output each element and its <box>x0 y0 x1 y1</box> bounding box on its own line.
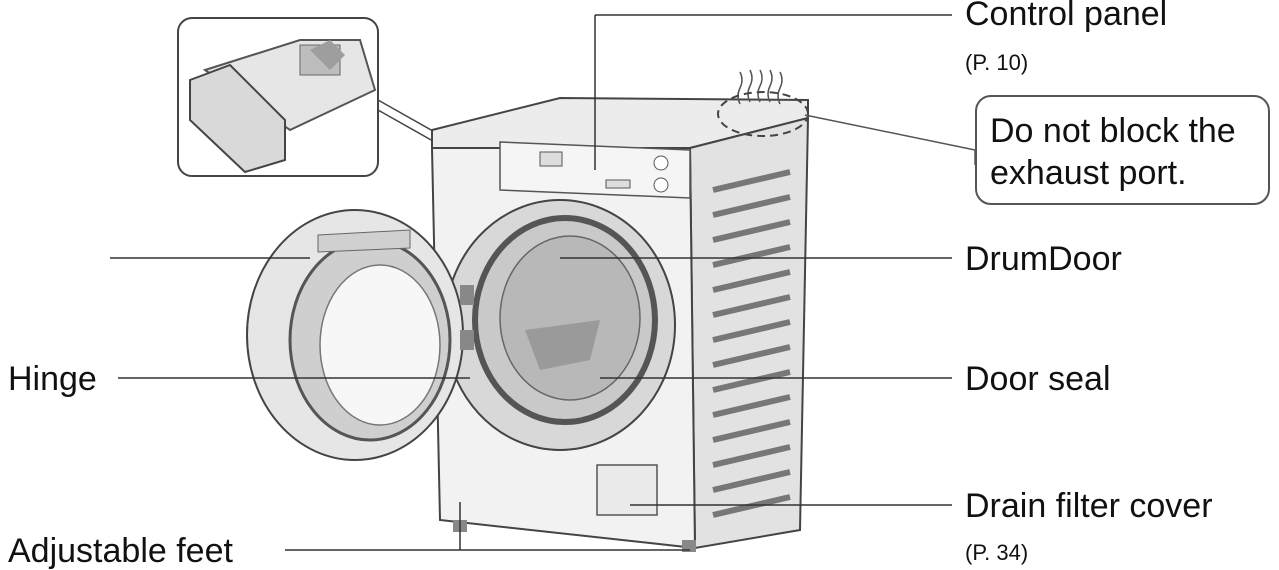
label-drain-filter-ref: (P. 34) <box>965 542 1028 564</box>
label-hinge: Hinge <box>8 362 97 396</box>
inset-pointer-line-2 <box>378 110 440 145</box>
notice-text: Do not block the exhaust port. <box>990 110 1236 194</box>
callout-pointer <box>805 115 975 165</box>
label-control-panel-ref: (P. 10) <box>965 52 1028 74</box>
label-drum-door: DrumDoor <box>965 242 1122 276</box>
label-adjustable-feet: Adjustable feet <box>8 534 233 568</box>
notice-line-2: exhaust port. <box>990 152 1236 194</box>
detergent-drawer-inset <box>178 18 378 176</box>
inset-pointer-line <box>378 100 440 135</box>
label-control-panel: Control panel <box>965 0 1167 31</box>
label-door-seal: Door seal <box>965 362 1111 396</box>
notice-line-1: Do not block the <box>990 110 1236 152</box>
washing-machine-body <box>432 98 808 552</box>
label-drain-filter-cover: Drain filter cover <box>965 489 1213 523</box>
